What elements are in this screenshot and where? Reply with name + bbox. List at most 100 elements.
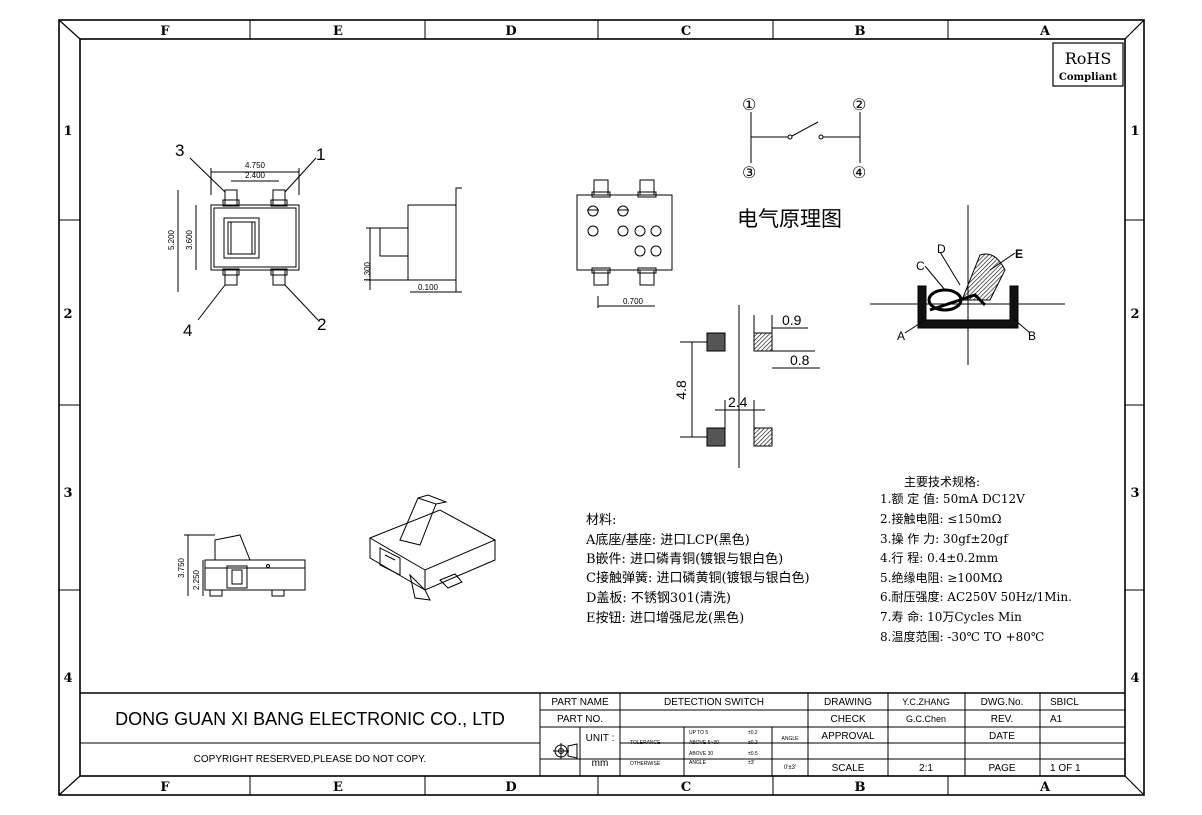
tolerance-range: ABOVE 5~30 [689, 740, 719, 746]
isometric-view-drawing [368, 494, 497, 601]
drawing-by: Y.C.ZHANG [902, 697, 950, 707]
section-label: A [897, 329, 905, 343]
row-label: 3 [1130, 486, 1139, 501]
section-view-drawing [870, 205, 1065, 365]
schematic-pin-label: ② [852, 97, 866, 114]
dimension-label: 3.750 [177, 557, 186, 578]
page-value: 1 OF 1 [1050, 763, 1081, 774]
dimension-label: 0.100 [418, 283, 439, 292]
schematic-pin-label: ③ [742, 165, 756, 182]
column-label: F [160, 780, 170, 795]
column-label: A [1039, 24, 1051, 39]
tolerance-value: ±0.3 [748, 740, 758, 746]
section-label: D [937, 242, 946, 256]
page-label: PAGE [988, 763, 1015, 774]
rev-value: A1 [1050, 714, 1063, 725]
specs-item: 2.接触电阻: ≤150mΩ [880, 511, 1002, 526]
title-block [80, 692, 1125, 776]
schematic-drawing [750, 112, 861, 163]
copyright-notice: COPYRIGHT RESERVED,PLEASE DO NOT COPY. [194, 754, 427, 765]
column-label: A [1039, 780, 1051, 795]
tolerance-range: ABOVE 30 [689, 751, 713, 757]
tolerance-value: ±3' [748, 760, 755, 766]
pin-label: 2 [317, 315, 326, 334]
side-view-drawing [366, 187, 462, 293]
tolerance-label: TOLERANCE [630, 740, 661, 746]
column-label: E [333, 24, 343, 39]
specs-heading: 主要技术规格: [904, 474, 980, 489]
rohs-badge: RoHS Compliant [1052, 42, 1124, 87]
row-label: 2 [1130, 307, 1139, 322]
dwg-no-value: SBICL [1050, 697, 1079, 708]
section-label: B [1028, 329, 1036, 343]
part-name-value: DETECTION SWITCH [664, 697, 764, 708]
unit-label: UNIT : [586, 733, 615, 744]
spec-notes: 主要技术规格: 1.额 定 值: 50mA DC12V 2.接触电阻: ≤150… [880, 474, 1072, 644]
column-label: C [681, 780, 691, 795]
dimension-label: 0.9 [782, 312, 802, 328]
part-name-label: PART NAME [551, 697, 609, 708]
specs-item: 8.温度范围: -30℃ TO +80℃ [880, 629, 1044, 644]
dimension-label: 5.200 [167, 229, 176, 250]
dimension-label: 4.8 [673, 380, 689, 400]
dimension-label: 3.600 [185, 229, 194, 250]
materials-item: C接触弹簧: 进口磷黄铜(镀银与银白色) [586, 570, 810, 586]
dimension-label: 2.400 [245, 171, 266, 180]
column-label: E [333, 780, 343, 795]
specs-item: 7.寿 命: 10万Cycles Min [880, 609, 1022, 624]
bottom-view-drawing [576, 179, 673, 308]
drawing-label: DRAWING [824, 697, 872, 708]
angle-label: ANGLE [782, 736, 800, 742]
top-view-drawing [177, 157, 319, 321]
dimension-label: 0.8 [790, 352, 810, 368]
column-label: C [681, 24, 691, 39]
scale-label: SCALE [832, 763, 865, 774]
dimension-label: 2.250 [192, 569, 201, 590]
dimension-label: 1.300 [363, 261, 372, 282]
row-label: 3 [63, 486, 72, 501]
dimension-label: 0.700 [623, 297, 644, 306]
section-label: E [1015, 247, 1023, 261]
sheet-frame [58, 19, 1145, 796]
specs-item: 5.绝缘电阻: ≥100MΩ [880, 570, 1003, 585]
schematic-pin-label: ① [742, 97, 756, 114]
date-label: DATE [989, 731, 1015, 742]
rohs-title: RoHS [1065, 49, 1112, 68]
specs-item: 3.操 作 力: 30gf±20gf [880, 531, 1009, 546]
row-label: 4 [1130, 671, 1139, 686]
dwg-no-label: DWG.No. [981, 697, 1024, 708]
company-name: DONG GUAN XI BANG ELECTRONIC CO., LTD [115, 709, 505, 729]
tolerance-range: UP TO 5 [689, 730, 708, 736]
column-label: B [855, 24, 866, 39]
title-block-text: DONG GUAN XI BANG ELECTRONIC CO., LTD CO… [115, 697, 1081, 774]
dimension-label: 2.4 [728, 394, 748, 410]
materials-item: E按钮: 进口增强尼龙(黑色) [586, 610, 744, 626]
otherwise-label: OTHERWISE [630, 761, 661, 767]
materials-heading: 材料: [586, 513, 616, 528]
materials-notes: 材料: A底座/基座: 进口LCP(黑色) B嵌件: 进口磷青铜(镀银与银白色)… [585, 513, 810, 626]
row-label: 4 [63, 671, 72, 686]
column-label: D [505, 780, 516, 795]
tolerance-value: ±0.2 [748, 730, 758, 736]
section-label: C [916, 259, 925, 273]
rev-label: REV. [991, 714, 1013, 725]
row-label: 1 [1130, 124, 1139, 139]
rohs-subtitle: Compliant [1059, 72, 1118, 83]
pin-label: 3 [175, 141, 184, 160]
pin-label: 4 [183, 321, 192, 340]
scale-value: 2:1 [919, 763, 933, 774]
column-label: B [855, 780, 866, 795]
angle-value: 0'±3' [784, 765, 796, 771]
part-no-label: PART NO. [557, 714, 603, 725]
check-label: CHECK [830, 714, 865, 725]
tolerance-value: ±0.5 [748, 751, 758, 757]
tolerance-range: ANGLE [689, 760, 707, 766]
front-view-drawing [184, 534, 306, 597]
schematic-pin-label: ④ [852, 165, 866, 182]
row-label: 2 [63, 307, 72, 322]
column-label: F [160, 24, 170, 39]
dimension-label: 4.750 [245, 161, 266, 170]
materials-item: B嵌件: 进口磷青铜(镀银与银白色) [586, 551, 783, 567]
approval-label: APPROVAL [821, 731, 875, 742]
